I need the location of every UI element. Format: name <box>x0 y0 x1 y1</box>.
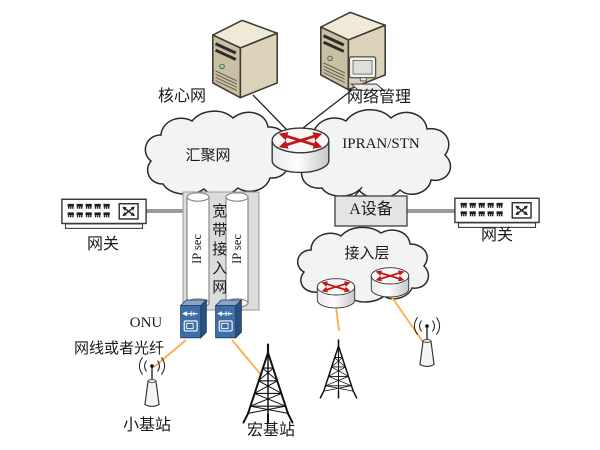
cable-or-fiber-label: 网线或者光纤 <box>73 341 165 357</box>
mgmt-to-router-line <box>302 89 353 129</box>
onu-to-small-bs-line <box>153 339 187 368</box>
macro-base-station-label: 宏基站 <box>246 422 296 439</box>
access-router-right-icon <box>371 268 408 297</box>
core-network-label: 核心网 <box>157 88 207 105</box>
access-tower-icon <box>319 339 358 399</box>
access-router-left-icon <box>317 279 354 308</box>
broadband-access-network-label: 宽带接入网 <box>210 203 227 298</box>
onu-device-right-icon <box>214 299 243 339</box>
onu-device-left-icon <box>179 299 208 339</box>
gateway-right-label: 网关 <box>480 227 514 244</box>
network-management-label: 网络管理 <box>346 89 412 106</box>
small-base-station-left-icon <box>138 356 166 408</box>
onu-label: ONU <box>129 315 163 331</box>
cloud-to-adevice-line <box>354 186 363 197</box>
small-base-station-label: 小基站 <box>122 417 172 434</box>
ipran-stn-label: IPRAN/STN <box>342 136 420 152</box>
gateway-left-label: 网关 <box>86 236 120 253</box>
ipsec-left-label: IP sec <box>189 234 204 264</box>
core-router-icon <box>272 128 329 172</box>
small-base-station-right-icon <box>413 316 441 368</box>
fiber-lines <box>153 295 426 377</box>
gateway-switch-left-icon <box>62 199 146 228</box>
ipsec-right-label: IP sec <box>229 234 244 264</box>
a-device-box <box>334 195 408 227</box>
core-to-router-line <box>252 94 289 132</box>
access-layer-label: 接入层 <box>344 246 390 262</box>
core-server-icon <box>211 18 279 100</box>
server-links <box>252 89 363 197</box>
gateway-switch-right-icon <box>455 198 539 227</box>
macro-base-station-tower-icon <box>242 343 294 424</box>
router-to-tower-line <box>335 306 340 332</box>
aggregation-network-label: 汇聚网 <box>185 148 231 164</box>
onu-to-macro-bs-line <box>231 339 263 377</box>
router-to-small-bs-line <box>390 295 426 346</box>
a-device-label: A设备 <box>349 201 393 218</box>
